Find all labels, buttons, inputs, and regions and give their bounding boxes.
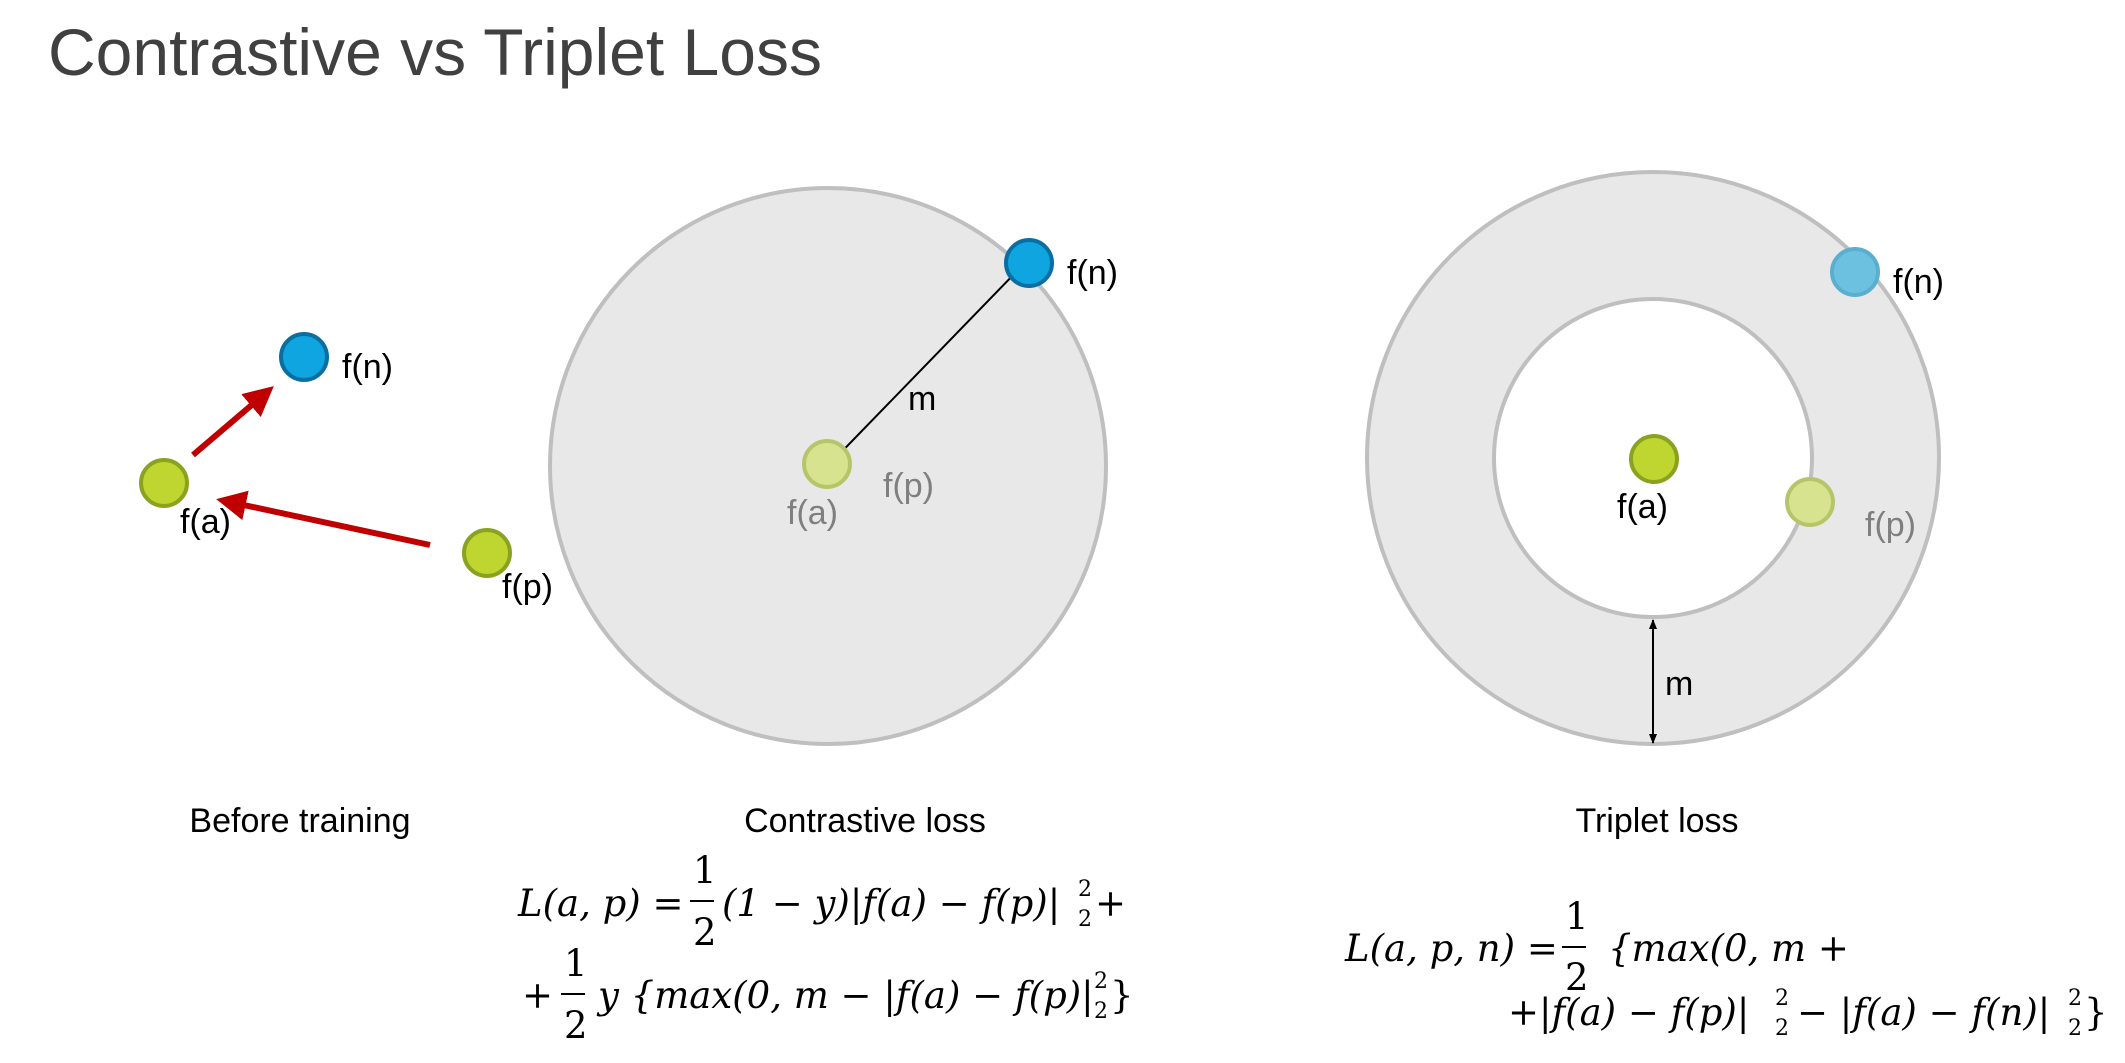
contrastive-lhs: L(a, p) = — [517, 882, 683, 925]
red-arrow-from-positive — [216, 490, 431, 548]
positive-label: f(p) — [883, 467, 934, 505]
negative-point — [1004, 238, 1054, 288]
caption-before-training: Before training — [189, 802, 410, 840]
norm-subscript: 2 — [1775, 1016, 1789, 1041]
negative-label: f(n) — [1893, 263, 1944, 301]
norm-superscript: 2 — [1078, 877, 1092, 902]
negative-label: f(n) — [1067, 254, 1118, 292]
caption-triplet-loss: Triplet loss — [1575, 802, 1738, 840]
red-arrow-to-negative — [191, 386, 274, 458]
positive-point — [1785, 477, 1835, 527]
contrastive-line2-plus: + — [522, 974, 553, 1017]
norm-superscript: 2 — [1775, 986, 1789, 1011]
anchor-point — [139, 458, 189, 508]
positive-label: f(p) — [502, 568, 553, 606]
before-training-panel: f(n) f(a) f(p) — [139, 332, 553, 606]
contrastive-panel: m f(a) f(p) f(n) — [548, 186, 1118, 746]
triplet-line2-part2: − |f(a) − f(n)| — [1797, 991, 2050, 1034]
contrastive-plus: + — [1095, 882, 1126, 925]
fraction-numerator: 1 — [693, 849, 717, 892]
norm-subscript: 2 — [1078, 907, 1092, 932]
anchor-point — [1629, 434, 1679, 484]
fraction-numerator: 1 — [1565, 895, 1589, 938]
norm-subscript: 2 — [1094, 999, 1108, 1024]
norm-subscript: 2 — [2068, 1016, 2082, 1041]
margin-arrow — [822, 266, 1022, 472]
positive-point — [462, 528, 512, 578]
norm-superscript: 2 — [1094, 969, 1108, 994]
contrastive-term2: y {max(0, m − |f(a) − f(p)| — [596, 974, 1094, 1017]
margin-label: m — [1665, 665, 1693, 703]
triplet-line1: {max(0, m + — [1608, 927, 1849, 970]
anchor-label: f(a) — [787, 494, 838, 532]
slide-title: Contrastive vs Triplet Loss — [48, 15, 822, 89]
fraction-denominator: 2 — [564, 1004, 588, 1047]
caption-contrastive-loss: Contrastive loss — [744, 802, 986, 840]
triplet-lhs: L(a, p, n) = — [1344, 927, 1558, 970]
norm-superscript: 2 — [2068, 986, 2082, 1011]
triplet-formula: L(a, p, n) = 1 2 {max(0, m + +|f(a) − f(… — [1344, 895, 2108, 1041]
negative-label: f(n) — [342, 348, 393, 386]
negative-point — [1830, 247, 1880, 297]
fraction-denominator: 2 — [693, 911, 717, 954]
positive-label: f(p) — [1865, 506, 1916, 544]
margin-ring — [1364, 170, 1942, 746]
contrastive-formula: L(a, p) = 1 2 (1 − y)|f(a) − f(p)| 2 2 +… — [517, 849, 1134, 1047]
margin-label: m — [908, 380, 936, 418]
triplet-closing-brace: } — [2084, 991, 2108, 1034]
triplet-panel: m f(a) f(p) f(n) — [1364, 170, 1944, 746]
triplet-line2-part1: +|f(a) − f(p)| — [1508, 991, 1749, 1034]
anchor-label: f(a) — [1617, 488, 1668, 526]
anchor-label: f(a) — [180, 503, 231, 541]
negative-point — [279, 332, 329, 382]
anchor-point — [802, 439, 852, 489]
contrastive-term1: (1 − y)|f(a) − f(p)| — [722, 882, 1060, 925]
fraction-denominator: 2 — [1565, 956, 1589, 999]
contrastive-closing-brace: } — [1110, 974, 1134, 1017]
fraction-numerator: 1 — [564, 942, 588, 985]
